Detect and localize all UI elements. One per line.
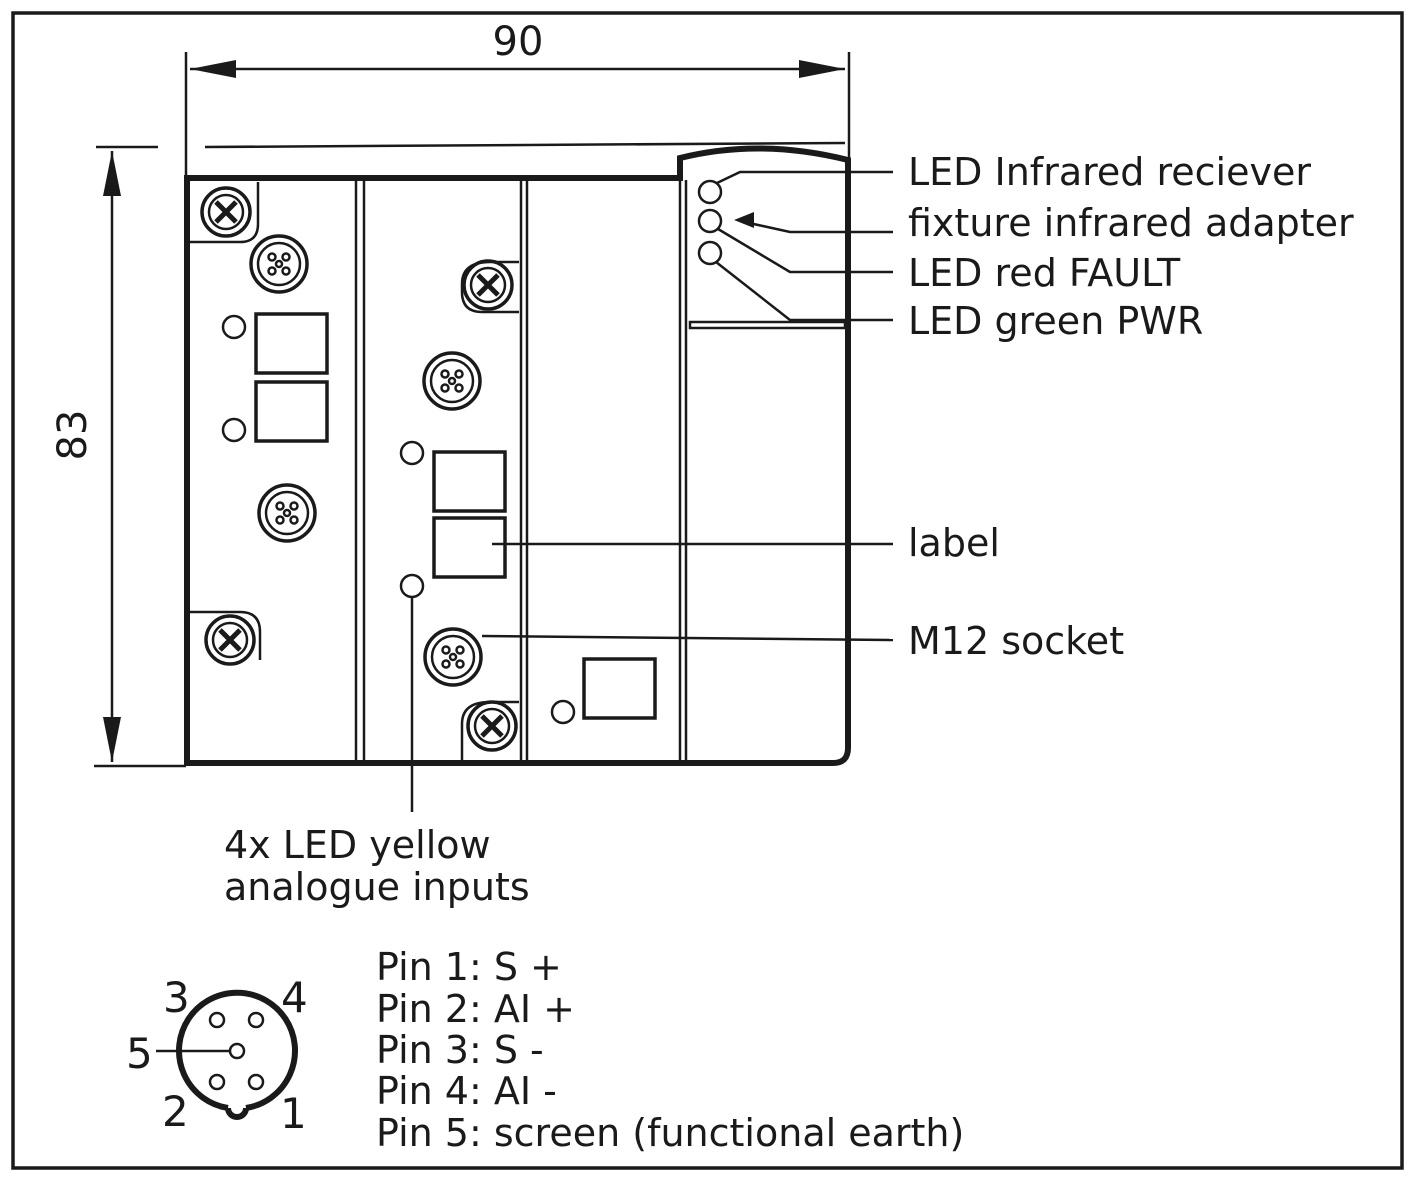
pin-number-1: 1	[280, 1089, 307, 1138]
pin-number-3: 3	[163, 973, 190, 1022]
width-dimension: 90	[184, 19, 851, 178]
pin-desc-3: Pin 3: S -	[376, 1028, 544, 1072]
outer-frame	[11, 11, 1404, 1170]
pin-number-4: 4	[281, 973, 308, 1022]
m12-socket-4	[423, 627, 483, 687]
screw-bottom-left	[190, 610, 262, 664]
label-window-2	[254, 380, 329, 443]
callout-m12-socket: M12 socket	[908, 619, 1124, 663]
callout-fixture-infrared: fixture infrared adapter	[908, 201, 1354, 245]
label-window-1	[254, 312, 329, 375]
yellow-led-2	[221, 417, 247, 443]
yellow-leds-line2: analogue inputs	[224, 865, 530, 909]
device-body	[184, 141, 851, 766]
callout-led-green: LED green PWR	[908, 299, 1203, 343]
label-window-4	[432, 516, 507, 579]
callout-label: label	[908, 521, 1000, 565]
m12-socket-1	[249, 234, 309, 294]
led-red-fault	[697, 240, 723, 266]
height-dimension: 83	[50, 145, 186, 768]
pin-desc-4: Pin 4: AI -	[376, 1069, 557, 1113]
m12-socket-3	[422, 351, 482, 411]
pin-number-5: 5	[126, 1029, 153, 1078]
yellow-led-3	[399, 440, 425, 466]
pin-connector-face	[156, 989, 298, 1120]
led-infrared-receiver	[697, 179, 723, 205]
yellow-led-1	[221, 314, 247, 340]
pin-desc-2: Pin 2: AI +	[376, 987, 575, 1031]
height-label: 83	[50, 410, 96, 461]
width-label: 90	[493, 19, 544, 65]
screw-middle-top	[460, 261, 519, 314]
bottom-led	[550, 699, 576, 725]
callout-led-infrared: LED Infrared reciever	[908, 150, 1311, 194]
yellow-leds-line1: 4x LED yellow	[224, 823, 491, 867]
yellow-led-4	[399, 573, 425, 599]
screw-top-left	[190, 182, 260, 244]
pin-desc-5: Pin 5: screen (functional earth)	[376, 1111, 964, 1155]
label-window-5	[582, 657, 657, 720]
fixture-infrared-adapter	[697, 208, 723, 234]
m12-socket-2	[257, 483, 317, 543]
pin-desc-1: Pin 1: S +	[376, 945, 562, 989]
screw-middle-bottom	[460, 702, 519, 760]
pin-number-2: 2	[162, 1087, 189, 1136]
label-window-3	[432, 450, 507, 513]
callout-leaders	[410, 170, 894, 812]
callout-led-red: LED red FAULT	[908, 251, 1181, 295]
